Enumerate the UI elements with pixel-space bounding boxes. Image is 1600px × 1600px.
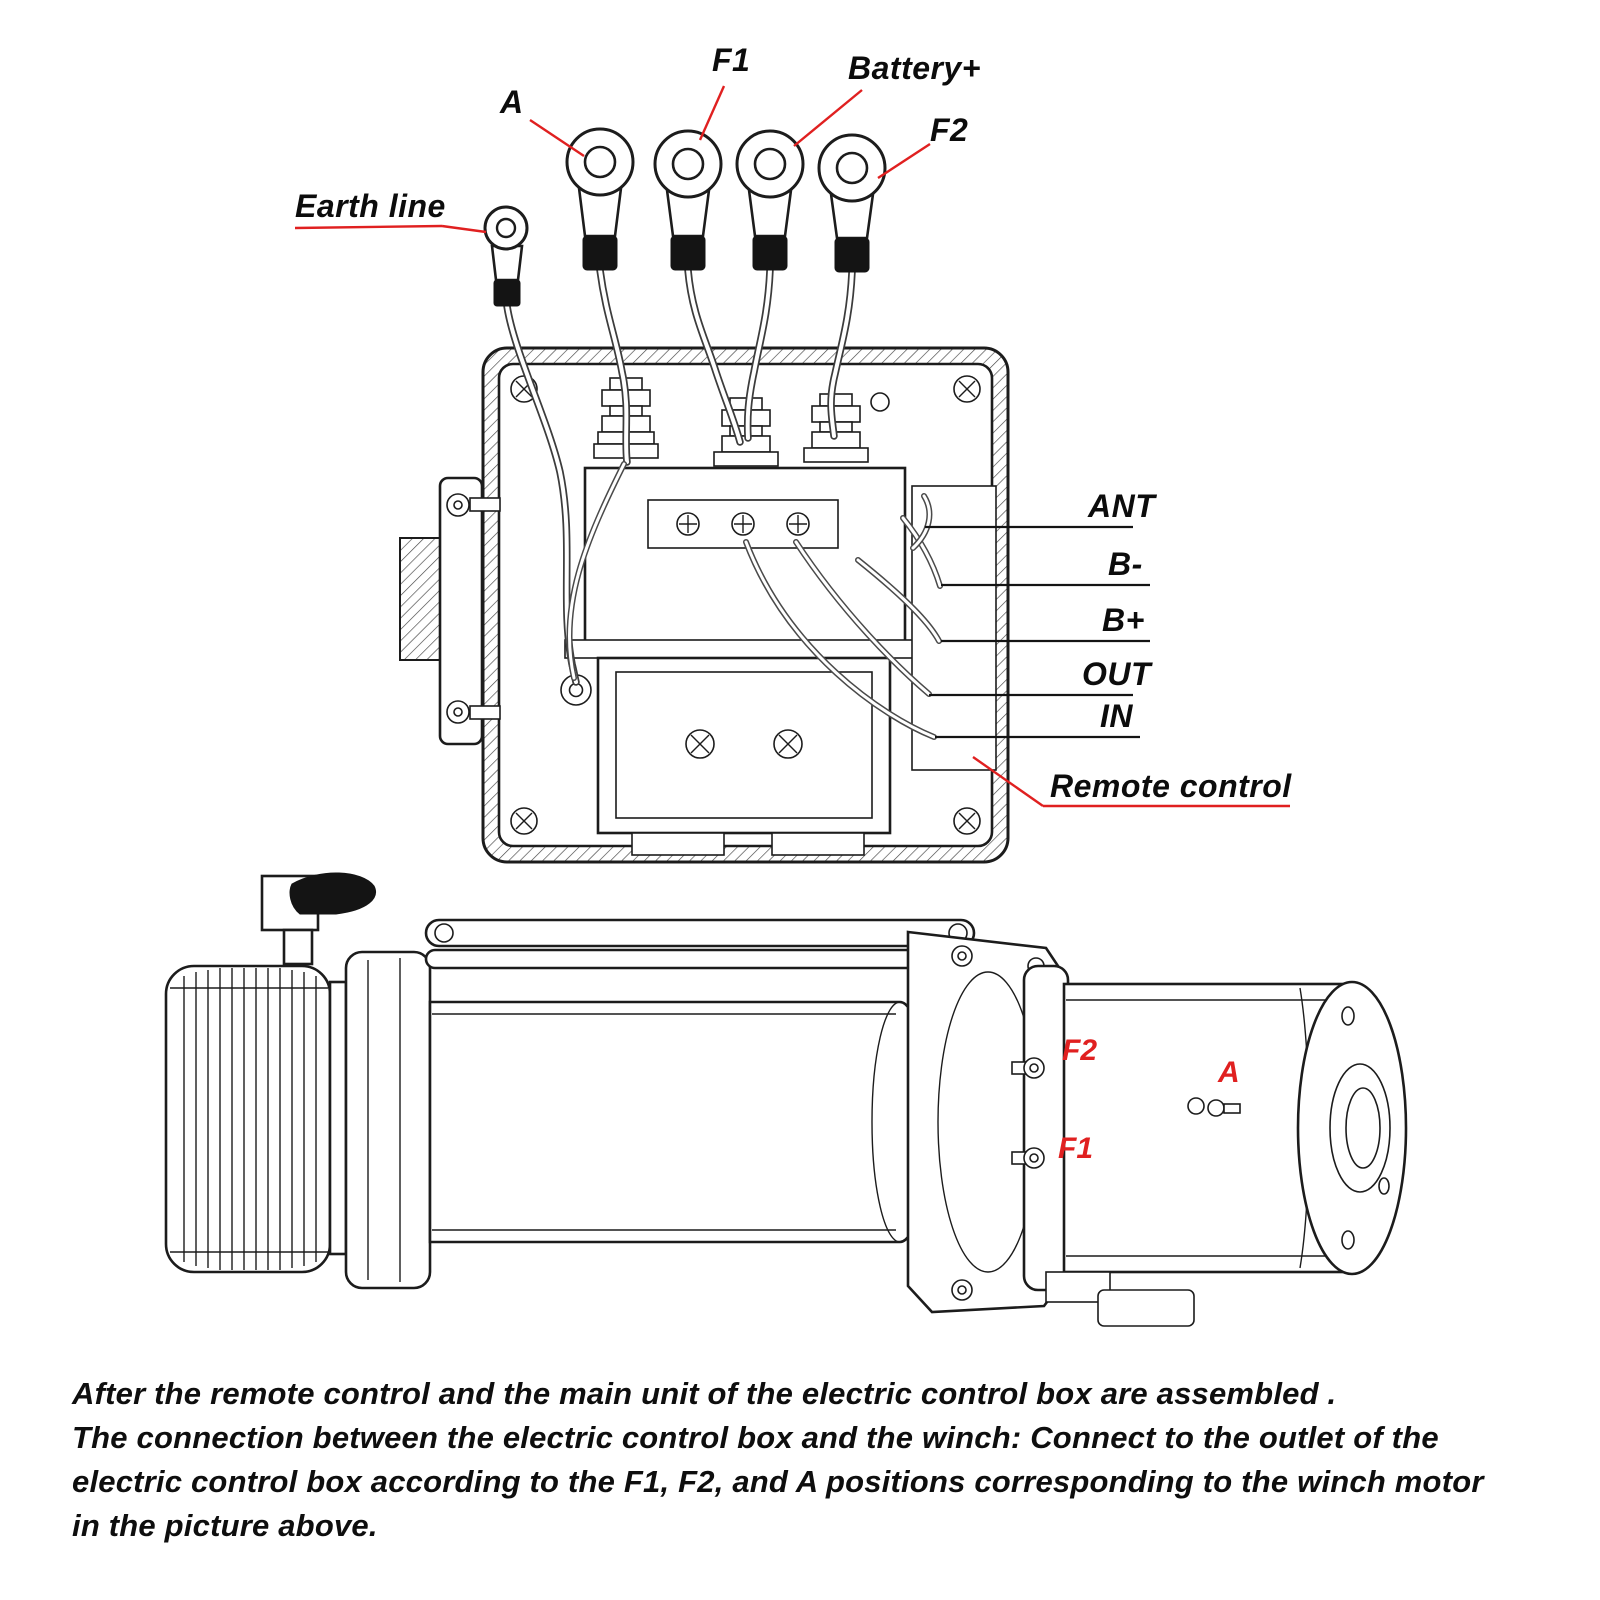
label-motor-f1: F1 xyxy=(1058,1132,1094,1165)
label-motor-f2: F2 xyxy=(1062,1034,1098,1067)
gearbox-housing xyxy=(164,964,348,1274)
leader-lines xyxy=(294,85,1290,808)
ring-terminal-battery xyxy=(735,129,805,271)
label-b-minus: B- xyxy=(1108,546,1143,582)
ring-terminal-f1 xyxy=(653,129,723,271)
winch-motor xyxy=(1011,964,1408,1327)
label-in: IN xyxy=(1100,698,1133,734)
motor-stud-f1 xyxy=(1011,1147,1045,1169)
side-bracket xyxy=(399,476,501,746)
control-box xyxy=(399,346,1010,864)
label-motor-a: A xyxy=(1218,1056,1240,1089)
lower-assembly xyxy=(596,656,892,856)
tie-bars xyxy=(424,918,976,970)
clutch-lever xyxy=(260,872,376,966)
ring-terminal-f2 xyxy=(817,133,887,273)
footer-text-line-1: After the remote control and the main un… xyxy=(72,1376,1337,1411)
wires xyxy=(503,266,943,740)
earth-terminal xyxy=(483,205,529,307)
label-b-plus: B+ xyxy=(1102,602,1145,638)
label-earth-line: Earth line xyxy=(295,188,446,224)
drum-flange-left xyxy=(344,950,432,1290)
winch xyxy=(164,872,1408,1327)
corner-screw xyxy=(510,375,981,835)
label-terminal-f2: F2 xyxy=(930,112,969,148)
label-remote-control: Remote control xyxy=(1050,768,1292,804)
label-terminal-f1: F1 xyxy=(712,42,751,78)
label-terminal-battery: Battery+ xyxy=(848,50,981,86)
ring-terminal-a xyxy=(565,127,635,271)
footer-text-line-3: electric control box according to the F1… xyxy=(72,1464,1484,1499)
label-out: OUT xyxy=(1082,656,1152,692)
ground-lug xyxy=(560,674,592,706)
motor-stud-f2 xyxy=(1011,1057,1045,1079)
label-terminal-a: A xyxy=(500,84,524,120)
label-lines xyxy=(925,525,1150,739)
footer-text-line-4: in the picture above. xyxy=(72,1508,378,1543)
solenoid xyxy=(564,466,926,659)
label-ant: ANT xyxy=(1088,488,1156,524)
footer-text-line-2: The connection between the electric cont… xyxy=(72,1420,1439,1455)
motor-stud-a xyxy=(1187,1097,1241,1117)
cable-drum xyxy=(428,1000,930,1244)
